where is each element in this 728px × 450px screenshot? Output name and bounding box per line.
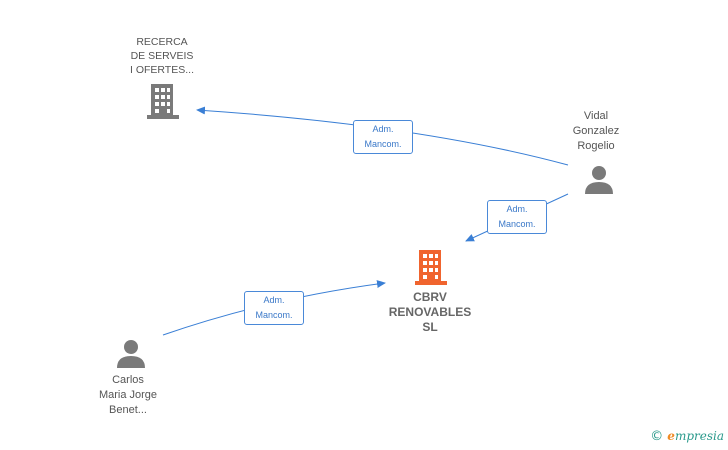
edge-label-line2: Mancom. <box>364 139 402 149</box>
edge-label-line2: Mancom. <box>255 310 293 320</box>
node-vidal-line3: Rogelio <box>577 140 615 152</box>
node-cbrv-line1: CBRV <box>413 290 447 304</box>
edge-label-vidal-cbrv[interactable]: Adm. Mancom. <box>487 200 547 234</box>
brand-initial: e <box>667 429 675 443</box>
edge-label-carlos-cbrv[interactable]: Adm. Mancom. <box>244 291 304 325</box>
node-carlos-line2: Maria Jorge <box>98 389 158 401</box>
building-icon[interactable] <box>415 250 447 285</box>
node-vidal-line2: Gonzalez <box>572 125 620 137</box>
brand-name: mpresia <box>674 429 724 443</box>
node-carlos-line3: Benet... <box>109 404 147 416</box>
edge-label-line1: Adm. <box>263 295 285 305</box>
person-icon[interactable] <box>584 164 614 194</box>
empresia-brand: ©empresia <box>650 429 724 444</box>
building-icon[interactable] <box>147 84 179 119</box>
node-recerca-line3: I OFERTES... <box>130 64 194 76</box>
node-cbrv-line3: SL <box>422 320 438 334</box>
node-cbrv-label[interactable]: CBRV RENOVABLES SL <box>375 290 485 335</box>
edge-label-line1: Adm. <box>506 204 528 214</box>
node-carlos-line1: Carlos <box>112 374 144 386</box>
node-vidal-label[interactable]: Vidal Gonzalez Rogelio <box>556 109 636 154</box>
edge-label-vidal-recerca[interactable]: Adm. Mancom. <box>353 120 413 154</box>
node-recerca-label[interactable]: RECERCA DE SERVEIS I OFERTES... <box>112 35 212 77</box>
person-icon[interactable] <box>116 338 146 368</box>
node-cbrv-line2: RENOVABLES <box>388 305 472 319</box>
node-carlos-label[interactable]: Carlos Maria Jorge Benet... <box>78 373 178 418</box>
node-recerca-line1: RECERCA <box>136 36 188 48</box>
node-vidal-line1: Vidal <box>583 110 609 122</box>
edge-label-line1: Adm. <box>372 124 394 134</box>
edge-label-line2: Mancom. <box>498 219 536 229</box>
copyright-symbol: © <box>650 429 664 444</box>
node-recerca-line2: DE SERVEIS <box>130 50 194 62</box>
